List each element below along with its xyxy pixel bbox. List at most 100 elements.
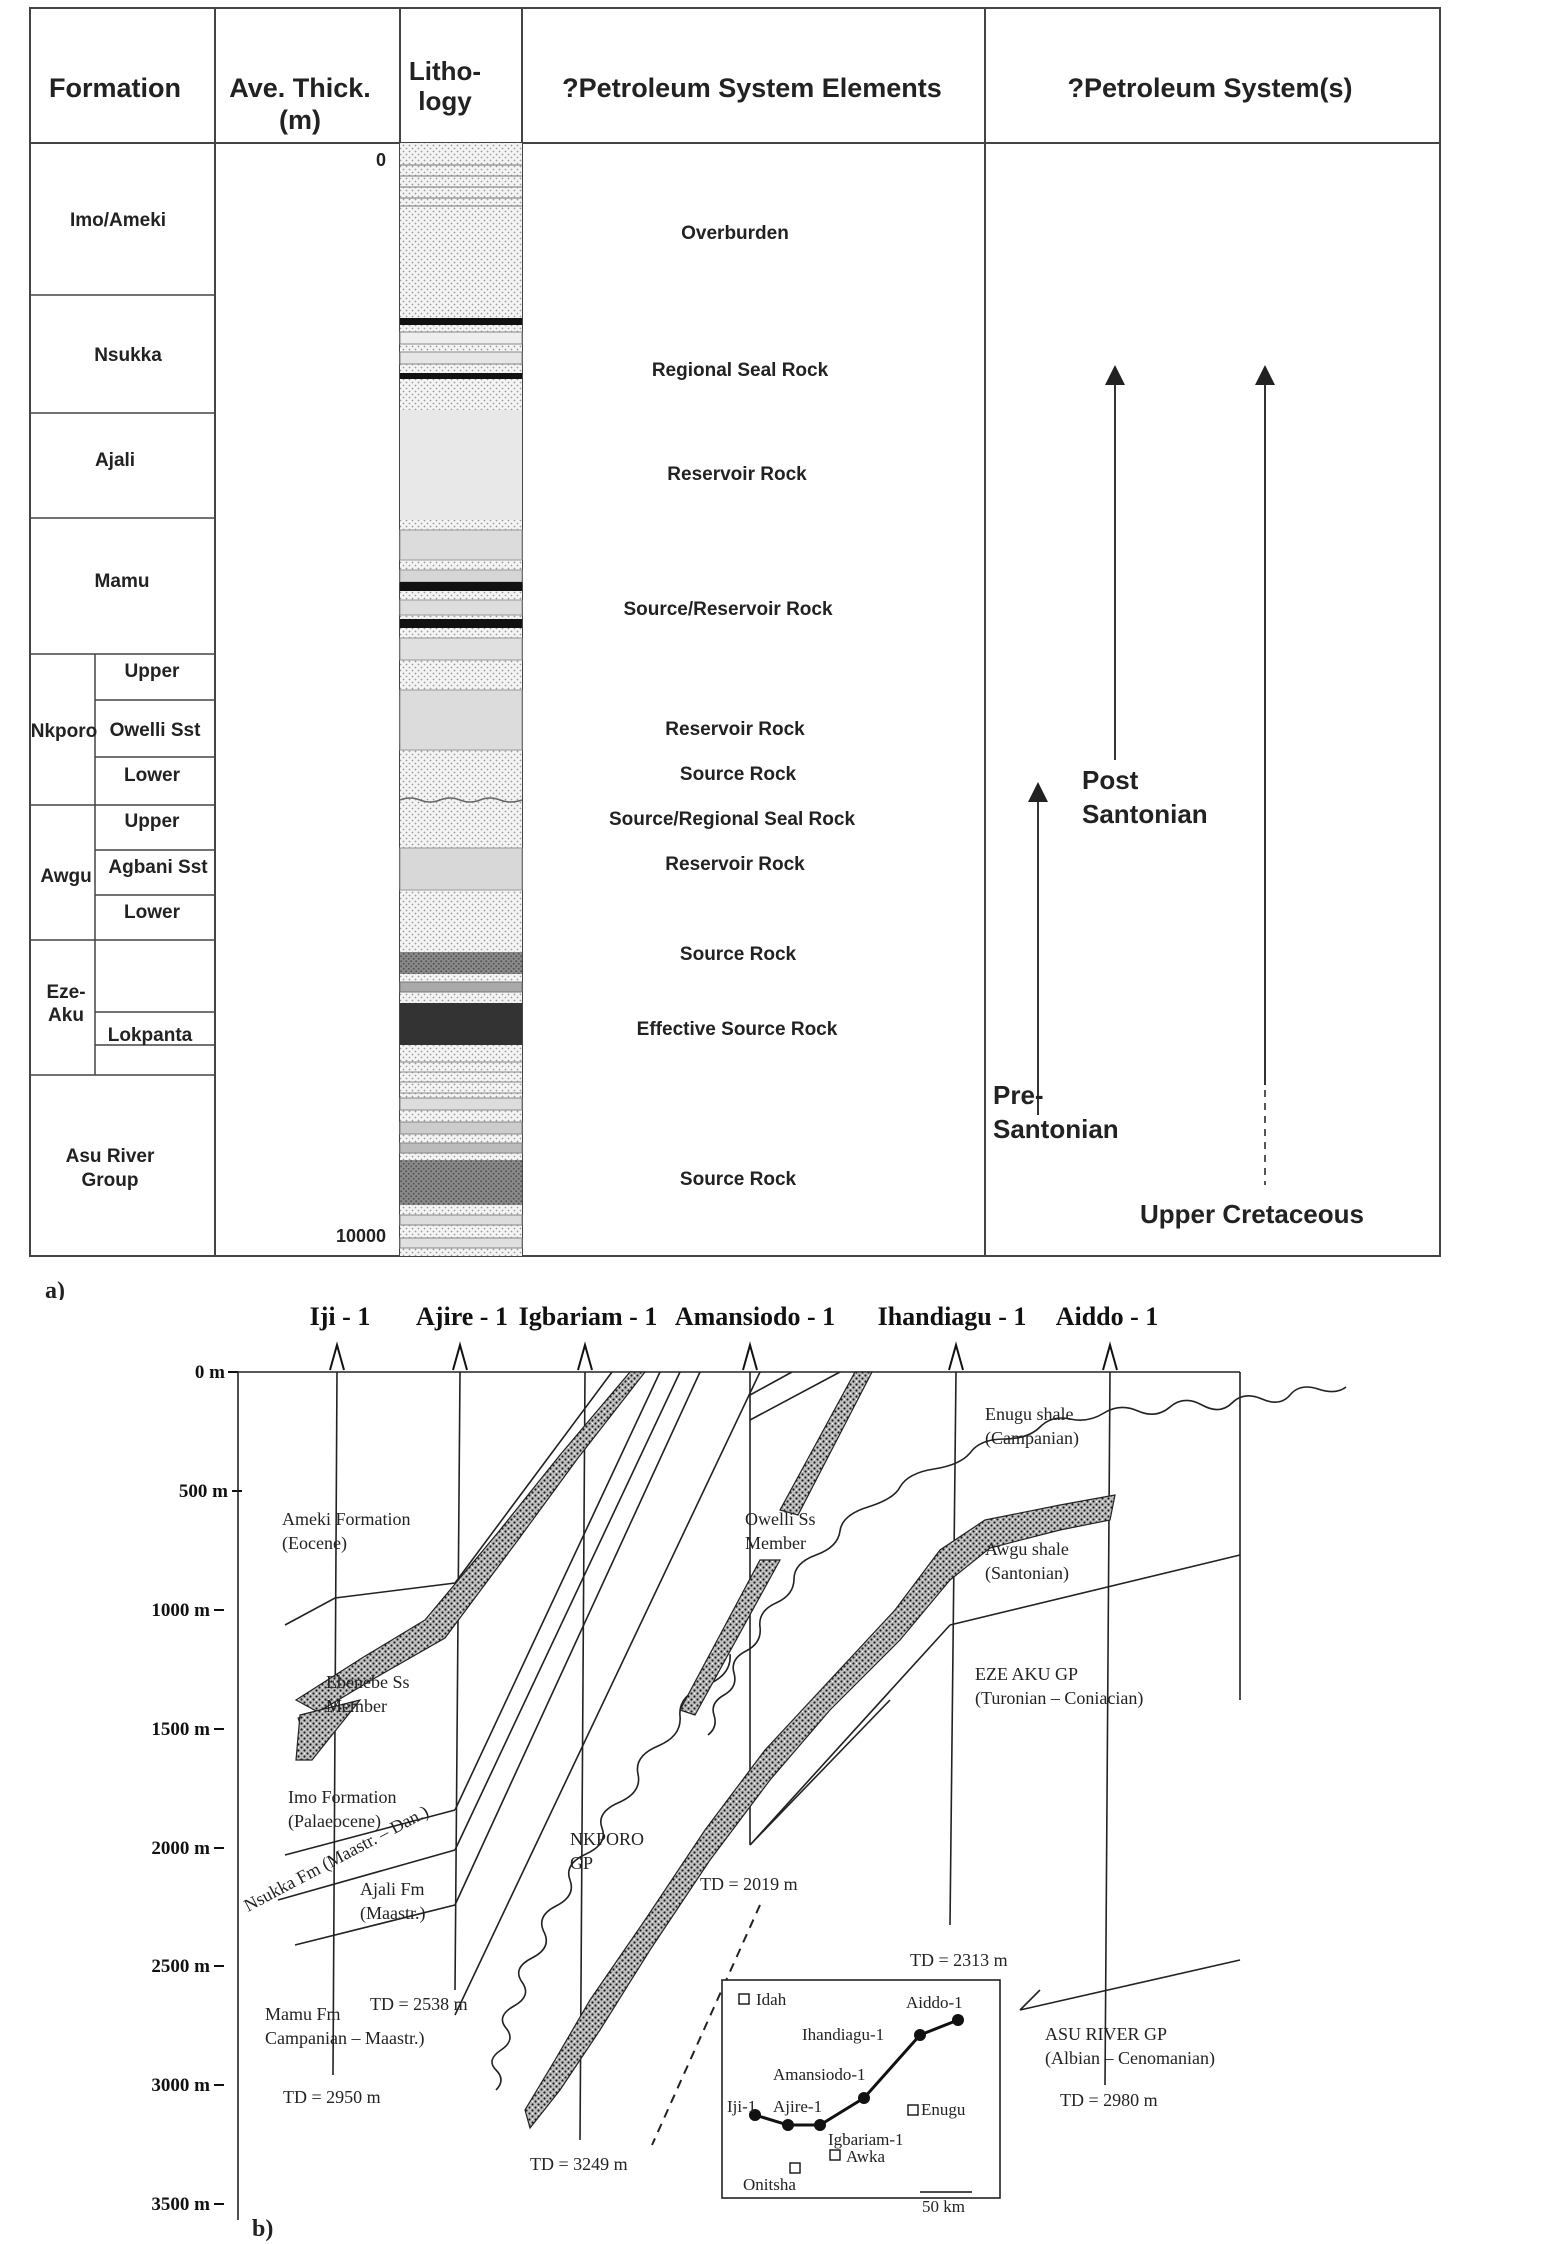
td-ihandiagu: TD = 2313 m xyxy=(910,1950,1008,1970)
depth-3500: 3500 m xyxy=(151,2194,210,2215)
element-source-reservoir: Source/Reservoir Rock xyxy=(623,599,833,620)
unconformities xyxy=(491,1386,1347,2091)
element-overburden: Overburden xyxy=(681,223,789,244)
inset-town-onitsha xyxy=(789,2162,801,2174)
inset-well-aiddo xyxy=(952,2014,964,2026)
label-asu: ASU RIVER GP(Albian – Cenomanian) xyxy=(1045,2024,1215,2069)
label-imo: Imo Formation(Palaeocene) xyxy=(288,1787,397,1832)
inset-label-enugu: Enugu xyxy=(921,2100,966,2119)
element-reservoir-agbani: Reservoir Rock xyxy=(665,854,805,875)
element-regional-seal: Regional Seal Rock xyxy=(652,360,829,381)
td-igbariam: TD = 3249 m xyxy=(530,2154,628,2174)
depth-1500: 1500 m xyxy=(151,1719,210,1740)
inset-well-igbariam xyxy=(814,2119,826,2131)
element-source-asu: Source Rock xyxy=(680,1169,797,1190)
label-nsukka: Nsukka Fm (Maastr. – Dan.) xyxy=(240,1801,432,1916)
td-iji: TD = 2950 m xyxy=(283,2087,381,2107)
inset-scale-label: 50 km xyxy=(922,2197,965,2216)
nkporo-upper: Upper xyxy=(125,661,181,682)
nkporo-owelli: Owelli Sst xyxy=(110,720,201,741)
header-lithology: Litho-logy xyxy=(409,56,481,116)
well-amansiodo-1: Amansiodo - 1 xyxy=(675,1302,835,1331)
formation-boundaries xyxy=(277,1371,1241,2016)
awgu-upper: Upper xyxy=(125,811,181,832)
depth-1000: 1000 m xyxy=(151,1600,210,1621)
inset-label-ajire: Ajire-1 xyxy=(773,2097,822,2116)
inset-town-enugu xyxy=(907,2104,919,2116)
label-ajali: Ajali Fm(Maastr.) xyxy=(360,1879,425,1924)
td-aiddo: TD = 2980 m xyxy=(1060,2090,1158,2110)
depth-0: 0 m xyxy=(195,1362,225,1383)
header-systems: ?Petroleum System(s) xyxy=(1067,73,1352,103)
nkporo-lower: Lower xyxy=(124,765,181,786)
element-reservoir-ajali: Reservoir Rock xyxy=(667,464,807,485)
inset-well-ihandiagu xyxy=(914,2029,926,2041)
label-pre-santonian: Pre-Santonian xyxy=(993,1080,1119,1144)
panel-b-label: b) xyxy=(252,2216,273,2242)
inset-well-line xyxy=(754,2018,959,2127)
td-amansiodo: TD = 2019 m xyxy=(700,1874,798,1894)
element-reservoir-owelli: Reservoir Rock xyxy=(665,719,805,740)
inset-label-igbariam: Igbariam-1 xyxy=(828,2130,904,2149)
section-frame xyxy=(237,1371,1241,2220)
well-markers xyxy=(329,1341,1118,1371)
element-source-regional-seal: Source/Regional Seal Rock xyxy=(609,809,855,830)
depth-2000: 2000 m xyxy=(151,1838,210,1859)
inset-well-ajire xyxy=(782,2119,794,2131)
depth-3000: 3000 m xyxy=(151,2075,210,2096)
well-ihandiagu-1: Ihandiagu - 1 xyxy=(878,1302,1027,1331)
awgu-lower: Lower xyxy=(124,902,181,923)
awgu-agbani: Agbani Sst xyxy=(108,857,208,878)
inset-town-awka xyxy=(829,2149,841,2161)
inset-label-awka: Awka xyxy=(846,2147,885,2166)
formation-awgu: Awgu xyxy=(40,866,91,887)
inset-location-map: Idah Enugu Awka Onitsha Iji-1 Ajire-1 Ig… xyxy=(721,1979,1001,2216)
element-effective-source: Effective Source Rock xyxy=(637,1019,838,1040)
inset-label-ihandiagu: Ihandiagu-1 xyxy=(802,2025,884,2044)
well-aiddo-1: Aiddo - 1 xyxy=(1056,1302,1159,1331)
well-iji-1: Iji - 1 xyxy=(310,1302,371,1331)
owelli-dashed xyxy=(651,1904,761,2146)
depth-top-label: 0 xyxy=(376,150,386,170)
formation-mamu: Mamu xyxy=(95,571,150,592)
panel-a-label: a) xyxy=(45,1278,65,1300)
formation-eze-aku: Eze-Aku xyxy=(46,982,85,1026)
formation-nkporo: Nkporo xyxy=(31,721,98,742)
inset-label-iji: Iji-1 xyxy=(727,2097,756,2116)
figure-a-stratigraphic-chart: Formation Ave. Thick.(m) Litho-logy ?Pet… xyxy=(29,7,1441,1300)
depth-500: 500 m xyxy=(179,1481,228,1502)
td-ajire: TD = 2538 m xyxy=(370,1994,468,2014)
well-ajire-1: Ajire - 1 xyxy=(416,1302,508,1331)
well-bores xyxy=(332,1371,1111,2141)
well-igbariam-1: Igbariam - 1 xyxy=(519,1302,658,1331)
chart-frame xyxy=(29,7,1441,1257)
formation-rows xyxy=(30,294,215,1076)
header-formation: Formation xyxy=(49,73,181,103)
inset-town-idah xyxy=(738,1993,750,2005)
label-upper-cretaceous: Upper Cretaceous xyxy=(1140,1199,1364,1229)
depth-2500: 2500 m xyxy=(151,1956,210,1977)
formation-nsukka: Nsukka xyxy=(94,345,162,366)
formation-ajali: Ajali xyxy=(95,450,135,471)
inset-well-amansiodo xyxy=(858,2092,870,2104)
label-enugu: Enugu shale(Campanian) xyxy=(985,1404,1079,1449)
formation-imo-ameki: Imo/Ameki xyxy=(70,210,166,231)
inset-well-iji xyxy=(749,2109,761,2121)
header-elements: ?Petroleum System Elements xyxy=(562,73,942,103)
sandstone-bands xyxy=(294,1371,1116,2130)
inset-label-amansiodo: Amansiodo-1 xyxy=(773,2065,866,2084)
element-source-awgu: Source Rock xyxy=(680,944,797,965)
inset-label-onitsha: Onitsha xyxy=(743,2175,796,2194)
depth-bottom-label: 10000 xyxy=(336,1226,386,1246)
ezeaku-lokpanta: Lokpanta xyxy=(108,1025,193,1046)
header-thickness: Ave. Thick.(m) xyxy=(229,73,371,135)
element-source-nkporo: Source Rock xyxy=(680,764,797,785)
inset-label-aiddo: Aiddo-1 xyxy=(906,1993,963,2012)
label-ameki: Ameki Formation(Eocene) xyxy=(282,1509,411,1554)
